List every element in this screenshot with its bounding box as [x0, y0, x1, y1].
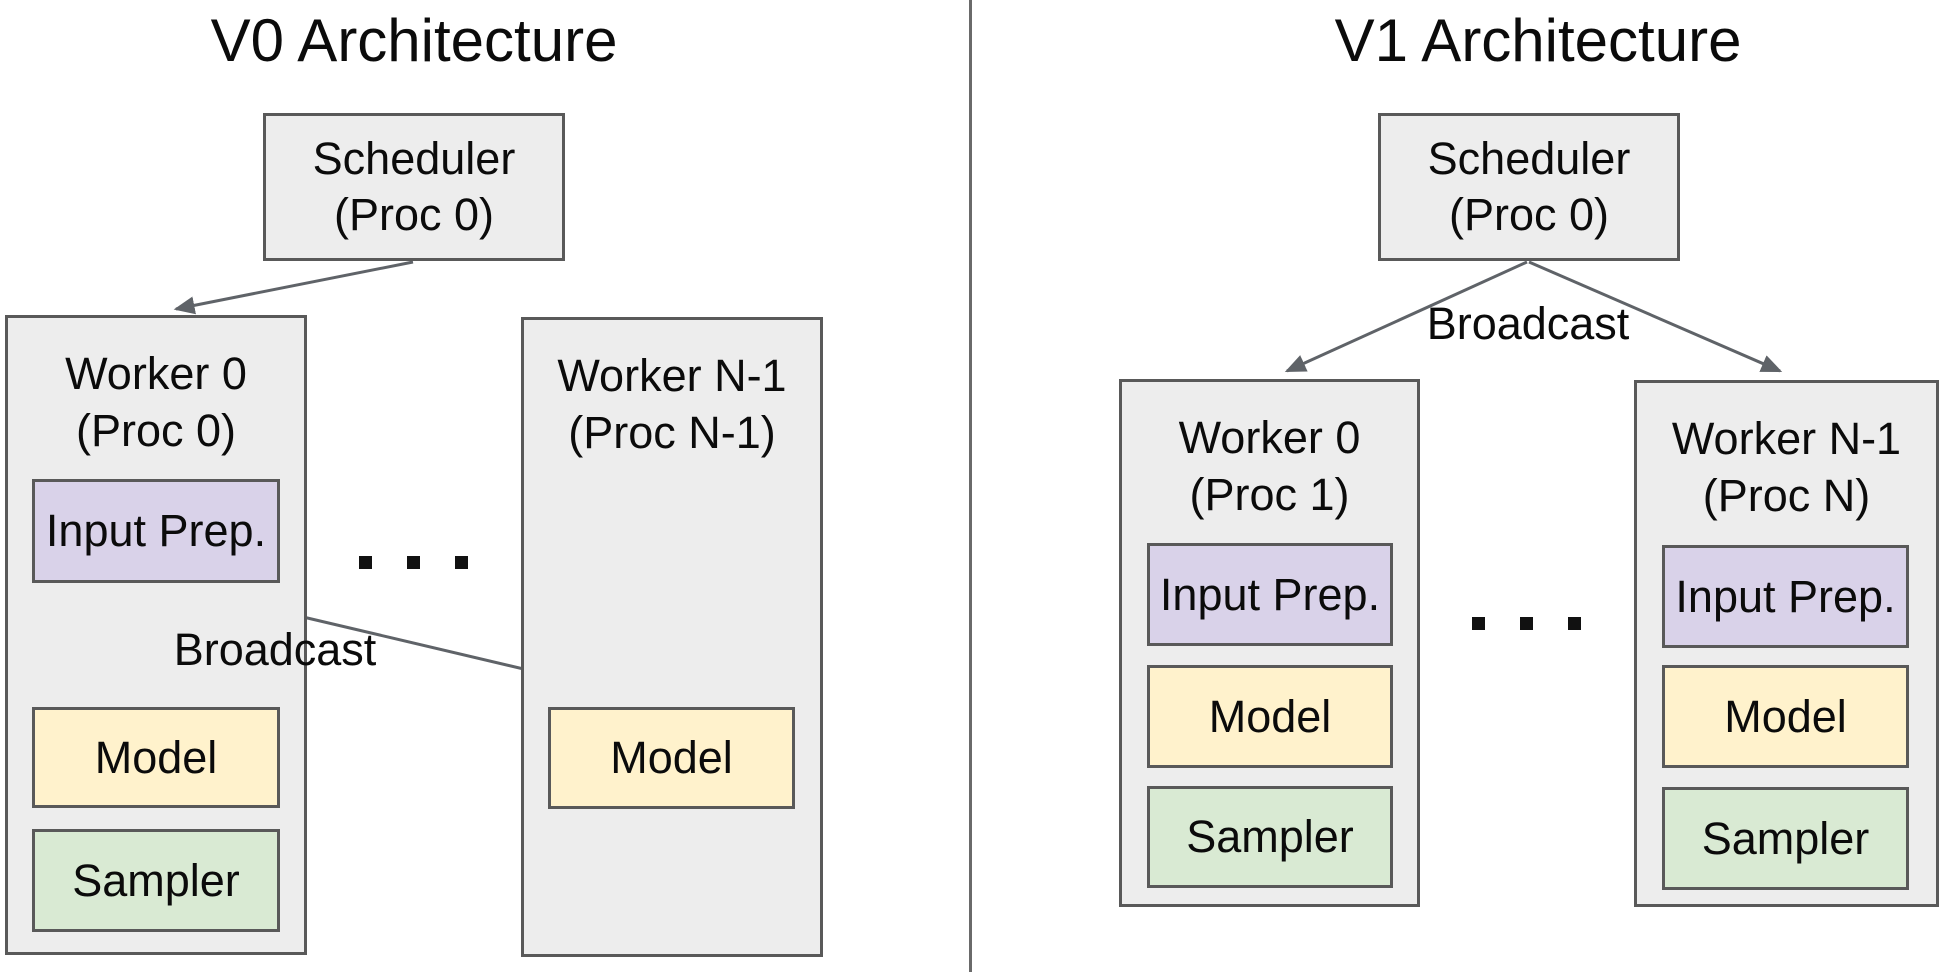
v0-workerN-box: Worker N-1 (Proc N-1) Model [521, 317, 823, 957]
v0-workerN-title: Worker N-1 (Proc N-1) [524, 320, 820, 461]
v1-workerN-box: Worker N-1 (Proc N) Input Prep. Model Sa… [1634, 380, 1939, 907]
v1-scheduler-proc: (Proc 0) [1448, 189, 1610, 240]
v1-scheduler-box: Scheduler (Proc 0) [1378, 113, 1680, 261]
v0-scheduler-name: Scheduler [312, 133, 516, 184]
v1-workerN-name: Worker N-1 [1671, 413, 1902, 464]
v1-worker0-name: Worker 0 [1178, 412, 1361, 463]
dot-icon [1568, 617, 1581, 630]
v0-worker0-proc: (Proc 0) [75, 405, 237, 456]
v1-workerN-input-prep-box: Input Prep. [1662, 545, 1909, 648]
v1-workerN-title: Worker N-1 (Proc N) [1637, 383, 1936, 524]
v1-broadcast-label: Broadcast [1426, 298, 1630, 349]
v1-worker0-box: Worker 0 (Proc 1) Input Prep. Model Samp… [1119, 379, 1420, 907]
v1-workerN-sampler-box: Sampler [1662, 787, 1909, 890]
v0-broadcast-label: Broadcast [173, 624, 377, 675]
dot-icon [407, 556, 420, 569]
v0-title: V0 Architecture [210, 7, 618, 74]
v1-workerN-model-box: Model [1662, 665, 1909, 768]
dot-icon [1472, 617, 1485, 630]
v1-worker0-model-box: Model [1147, 665, 1393, 768]
v1-worker0-title: Worker 0 (Proc 1) [1122, 382, 1417, 523]
v1-ellipsis-icon [1472, 617, 1581, 630]
v0-scheduler-proc: (Proc 0) [333, 189, 495, 240]
v0-worker0-name: Worker 0 [65, 348, 247, 399]
v0-worker0-box: Worker 0 (Proc 0) Input Prep. Model Samp… [5, 315, 307, 955]
panel-divider [969, 0, 972, 972]
v1-worker0-proc: (Proc 1) [1189, 469, 1350, 520]
v1-worker0-sampler-box: Sampler [1147, 786, 1393, 888]
v0-scheduler-to-worker0-arrow [173, 260, 414, 315]
dot-icon [359, 556, 372, 569]
v1-scheduler-name: Scheduler [1427, 133, 1631, 184]
v0-worker0-sampler-box: Sampler [32, 829, 280, 932]
v0-workerN-model-box: Model [548, 707, 795, 809]
v1-workerN-proc: (Proc N) [1702, 470, 1871, 521]
dot-icon [1520, 617, 1533, 630]
v0-scheduler-box: Scheduler (Proc 0) [263, 113, 565, 261]
v0-ellipsis-icon [359, 556, 468, 569]
v0-worker0-title: Worker 0 (Proc 0) [8, 318, 304, 459]
v0-worker0-input-prep-box: Input Prep. [32, 479, 280, 583]
v1-title: V1 Architecture [1334, 7, 1742, 74]
v0-worker0-model-box: Model [32, 707, 280, 808]
v0-workerN-proc: (Proc N-1) [568, 407, 776, 458]
v1-worker0-input-prep-box: Input Prep. [1147, 543, 1393, 646]
dot-icon [455, 556, 468, 569]
v0-workerN-name: Worker N-1 [557, 350, 787, 401]
